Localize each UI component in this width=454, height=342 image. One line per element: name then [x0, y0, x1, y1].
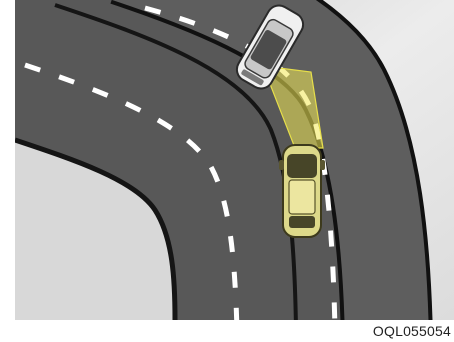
figure-code: OQL055054: [373, 322, 451, 340]
curved-road: [15, 0, 454, 320]
following-vehicle-icon: [279, 145, 325, 237]
road-illustration: [15, 0, 454, 320]
